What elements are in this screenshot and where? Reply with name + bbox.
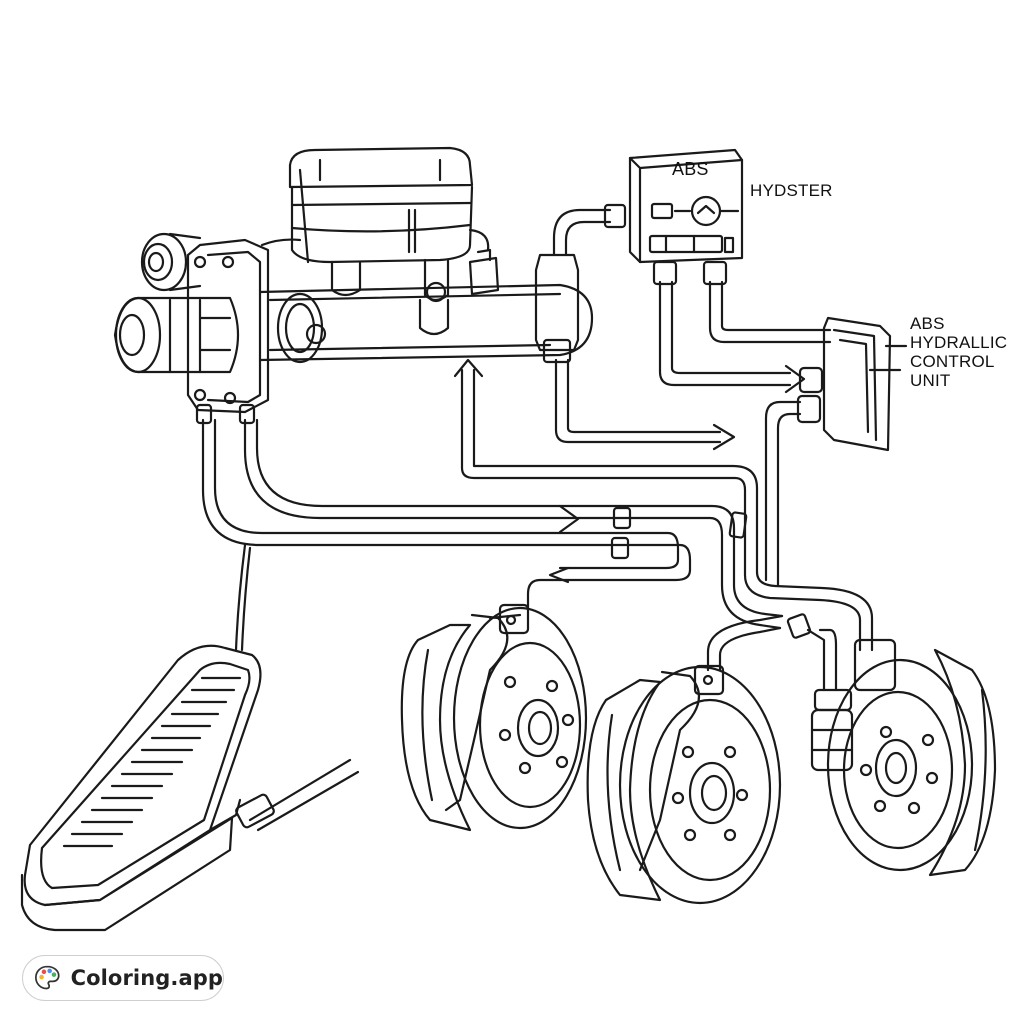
arrow-right-3 (784, 364, 806, 394)
abs-module (628, 148, 744, 286)
arrow-left-1 (548, 566, 570, 584)
hydraulic-unit-label: ABS HYDRALLIC CONTROL UNIT (910, 314, 1007, 390)
hydraulic-unit-label-line: CONTROL (910, 352, 995, 371)
hydraulic-unit-label-line: HYDRALLIC (910, 333, 1008, 352)
abs-hydraulic-unit (796, 316, 908, 452)
pedal-grip-ribs (62, 676, 242, 848)
watermark-text: Coloring.app (70, 966, 223, 990)
wheel-front-right (586, 664, 782, 905)
brake-booster (113, 232, 270, 425)
wheel-front-left (400, 603, 588, 832)
arrow-right-2 (712, 423, 736, 451)
arrow-right-1 (558, 504, 580, 534)
abs-module-side-label: HYDSTER (750, 181, 833, 200)
hydraulic-unit-label-line: UNIT (910, 371, 951, 390)
master-cylinder (258, 146, 594, 364)
watermark-badge[interactable]: Coloring.app (22, 955, 224, 1001)
arrow-up-1 (453, 358, 484, 378)
brake-pedal (20, 644, 275, 932)
wheel-rear-right (810, 638, 997, 877)
flow-arrows (453, 358, 806, 584)
abs-module-label: ABS (672, 159, 709, 179)
hydraulic-unit-label-line: ABS (910, 314, 945, 333)
palette-icon (35, 965, 60, 990)
line-fittings (603, 203, 812, 639)
brake-lines (201, 208, 874, 832)
